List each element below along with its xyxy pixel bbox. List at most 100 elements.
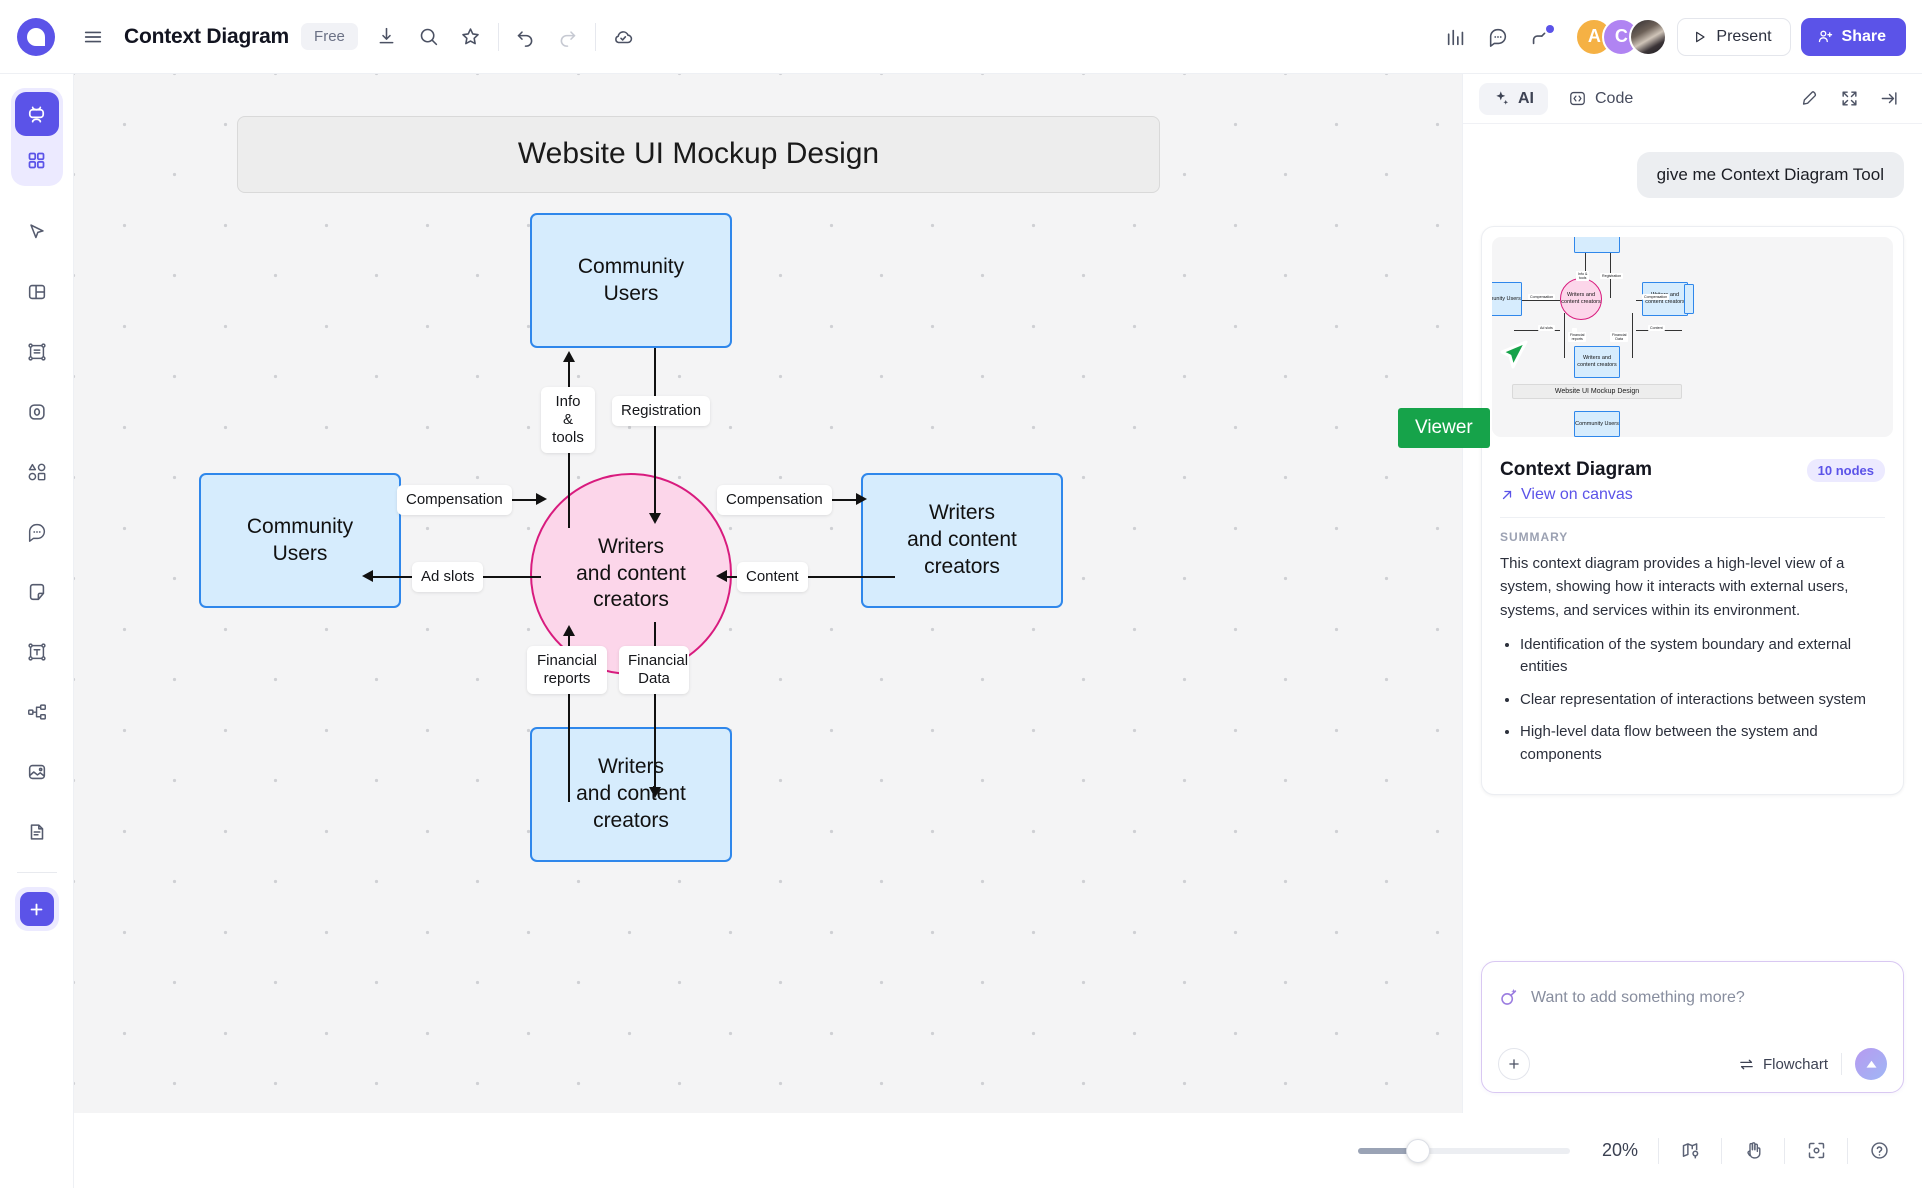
hand-pan-icon[interactable]	[1732, 1130, 1774, 1172]
code-brackets-icon	[1570, 91, 1585, 106]
diagram-mode-selector[interactable]: Flowchart	[1738, 1056, 1828, 1073]
hamburger-menu-icon[interactable]	[72, 16, 114, 58]
screenshot-icon[interactable]	[1795, 1130, 1837, 1172]
arrowhead-right	[536, 493, 547, 505]
diagram-thumbnail[interactable]: Community Users Writers and content crea…	[1492, 237, 1893, 437]
add-tool-wrapper	[14, 887, 59, 931]
canvas-title-bar[interactable]: Website UI Mockup Design	[237, 116, 1160, 193]
zoom-level-value: 20%	[1601, 1140, 1638, 1160]
node-community-users-left[interactable]: Community Users	[199, 473, 401, 608]
edge-label-content[interactable]: Content	[737, 562, 808, 592]
thumb-node-left: Community Users	[1492, 282, 1522, 316]
viewer-label: Viewer	[1398, 408, 1490, 448]
node-writers-content-creators-right[interactable]: Writers and content creators	[861, 473, 1063, 608]
media-icon[interactable]	[15, 390, 59, 434]
frames-icon[interactable]	[14, 92, 59, 136]
node-writers-content-creators-center[interactable]: Writers and content creators	[530, 473, 732, 675]
notification-dot	[1546, 24, 1555, 33]
zoom-slider[interactable]	[1358, 1138, 1570, 1163]
view-on-canvas-label: View on canvas	[1521, 486, 1633, 503]
edge-label-registration[interactable]: Registration	[612, 396, 711, 426]
edge-label-info-tools[interactable]: Info & tools	[541, 387, 595, 453]
ai-search-icon	[1501, 988, 1517, 1005]
add-attachment-button[interactable]	[1498, 1048, 1530, 1080]
undo-icon[interactable]	[505, 16, 547, 58]
plan-badge[interactable]: Free	[301, 23, 358, 50]
app-logo[interactable]	[0, 17, 72, 56]
rail-primary-group	[10, 88, 63, 186]
tab-code[interactable]: Code	[1554, 82, 1647, 115]
diagram-canvas[interactable]: Website UI Mockup Design Community Users…	[74, 74, 1462, 1113]
cursor-select-icon[interactable]	[15, 210, 59, 254]
text-tool-icon[interactable]	[15, 630, 59, 674]
ai-composer[interactable]: Want to add something more? Flowchart	[1481, 961, 1904, 1093]
edge-content	[721, 576, 895, 578]
shapes-icon[interactable]	[15, 450, 59, 494]
comment-icon[interactable]	[15, 510, 59, 554]
share-label: Share	[1841, 27, 1886, 45]
divider	[1784, 1137, 1785, 1164]
list-item: Clear representation of interactions bet…	[1520, 689, 1885, 712]
expand-fullscreen-icon[interactable]	[1832, 82, 1866, 116]
connector-icon[interactable]	[1519, 16, 1561, 58]
image-icon[interactable]	[15, 750, 59, 794]
edge-label-financial-reports[interactable]: Financial reports	[527, 646, 607, 694]
summary-text: This context diagram provides a high-lev…	[1500, 555, 1849, 619]
tab-ai[interactable]: AI	[1479, 82, 1548, 115]
panel-content: give me Context Diagram Tool Community U…	[1463, 124, 1922, 961]
edge-financial-reports	[568, 630, 570, 802]
collaborator-avatars[interactable]: A C	[1575, 17, 1668, 56]
avatar[interactable]	[1629, 17, 1668, 56]
analytics-icon[interactable]	[1435, 16, 1477, 58]
node-community-users-top[interactable]: Community Users	[530, 213, 732, 348]
zoom-slider-handle[interactable]	[1406, 1138, 1430, 1163]
thumb-title-bar: Website UI Mockup Design	[1512, 384, 1682, 399]
left-toolbar	[0, 74, 74, 1188]
view-on-canvas-link[interactable]: View on canvas	[1482, 482, 1903, 504]
edge-label-ad-slots[interactable]: Ad slots	[412, 562, 484, 592]
top-toolbar: Context Diagram Free	[0, 0, 1922, 74]
node-writers-content-creators-bottom[interactable]: Writers and content creators	[530, 727, 732, 862]
share-button[interactable]: Share	[1800, 17, 1906, 56]
star-icon[interactable]	[450, 16, 492, 58]
bottom-status-bar: 20%	[74, 1113, 1922, 1188]
edge-financial-data	[654, 622, 656, 794]
add-button[interactable]	[19, 892, 54, 926]
arrowhead-down	[649, 787, 661, 798]
edge-label-compensation-right[interactable]: Compensation	[717, 485, 832, 515]
thumb-node-right2	[1684, 284, 1694, 314]
viewer-cursor: Viewer	[1398, 340, 1528, 448]
divider	[1721, 1137, 1722, 1164]
apps-grid-icon[interactable]	[15, 138, 59, 182]
cloud-sync-icon[interactable]	[602, 16, 644, 58]
edge-label-financial-data[interactable]: Financial Data	[619, 646, 689, 694]
text-frame-icon[interactable]	[15, 330, 59, 374]
nodes-count-badge: 10 nodes	[1806, 459, 1885, 482]
redo-icon[interactable]	[547, 16, 589, 58]
collapse-panel-icon[interactable]	[1872, 82, 1906, 116]
layout-template-icon[interactable]	[15, 270, 59, 314]
panel-tab-bar: AI Code	[1463, 74, 1922, 124]
present-button[interactable]: Present	[1677, 17, 1791, 56]
arrowhead-left	[362, 570, 373, 582]
tab-ai-label: AI	[1518, 89, 1534, 107]
document-icon[interactable]	[15, 810, 59, 854]
download-icon[interactable]	[366, 16, 408, 58]
search-icon[interactable]	[408, 16, 450, 58]
edge-label-compensation-left[interactable]: Compensation	[397, 485, 512, 515]
help-icon[interactable]	[1858, 1130, 1900, 1172]
send-button[interactable]	[1855, 1048, 1887, 1080]
page-title[interactable]: Context Diagram	[124, 24, 290, 48]
divider	[1658, 1137, 1659, 1164]
minimap-icon[interactable]	[1669, 1130, 1711, 1172]
composer-input-row[interactable]: Want to add something more?	[1498, 976, 1887, 1020]
flowchart-icon[interactable]	[15, 690, 59, 734]
edit-pencil-icon[interactable]	[1792, 82, 1826, 116]
arrowhead-up	[563, 351, 575, 362]
comment-icon[interactable]	[1477, 16, 1519, 58]
sticky-note-icon[interactable]	[15, 570, 59, 614]
result-card[interactable]: Community Users Writers and content crea…	[1481, 226, 1904, 796]
divider	[16, 872, 57, 873]
arrowhead-left	[716, 570, 727, 582]
swap-icon	[1740, 1059, 1753, 1069]
